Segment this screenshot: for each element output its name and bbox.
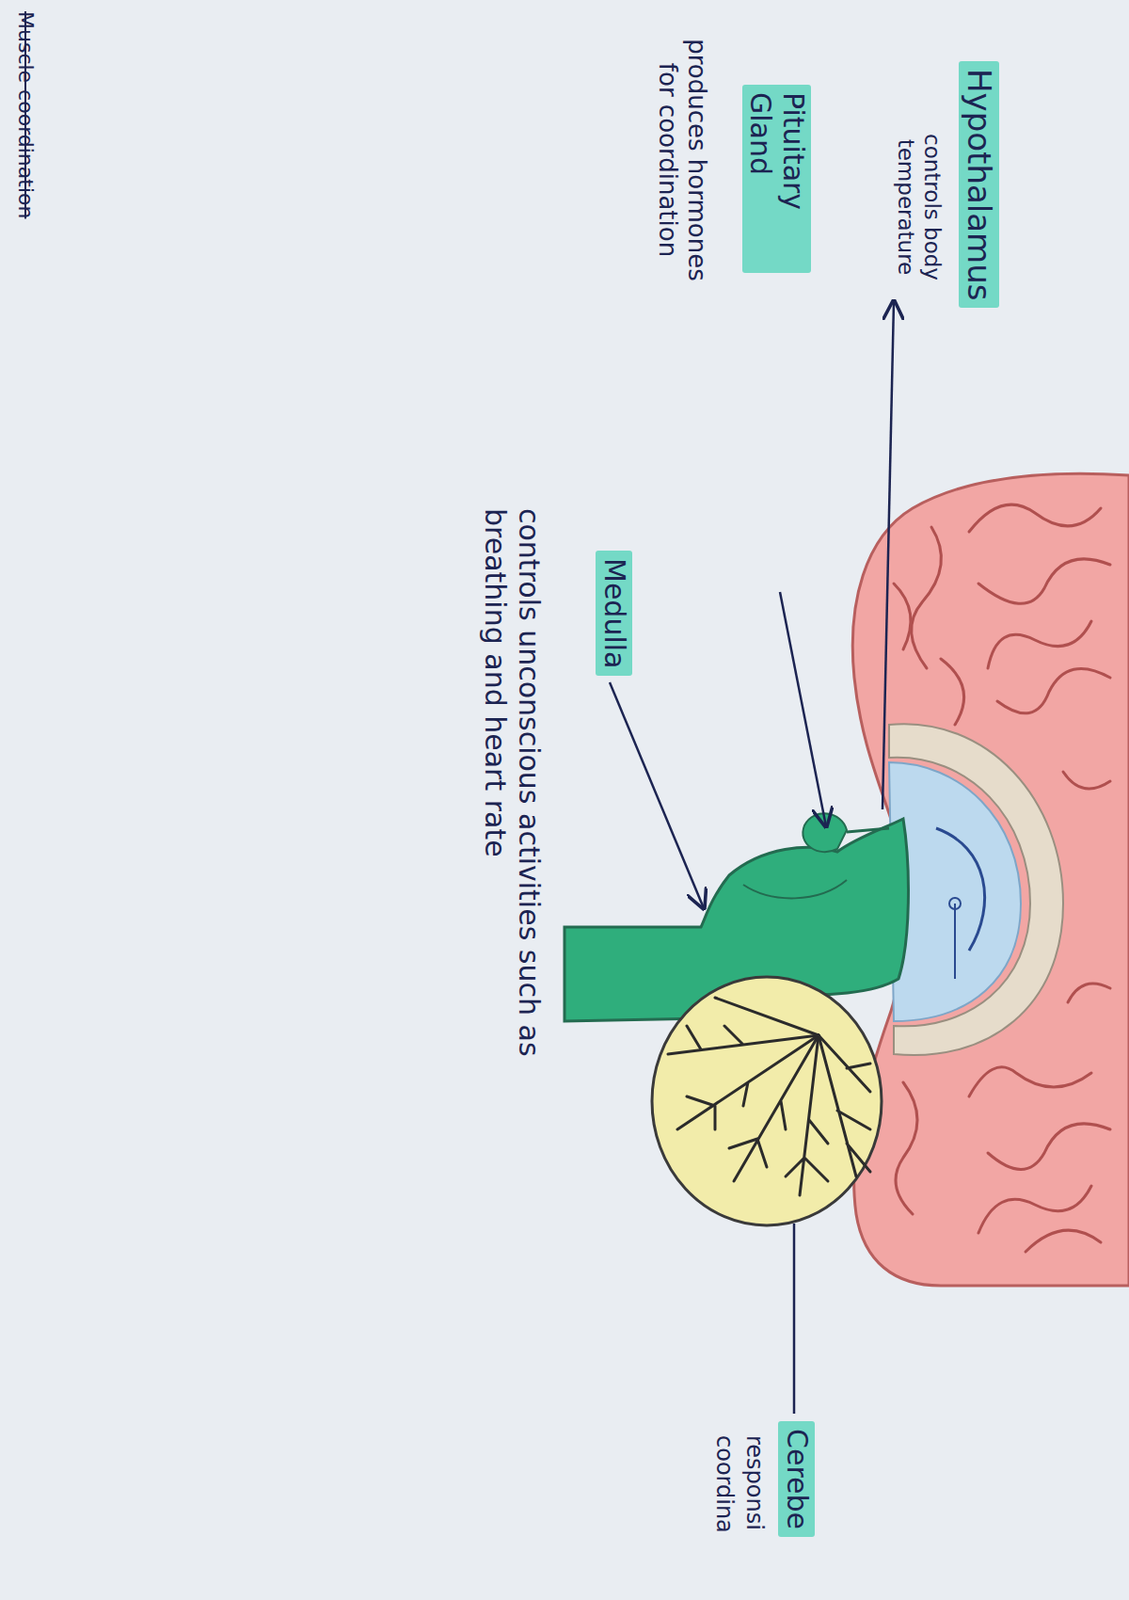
- gyrus: [911, 526, 942, 668]
- heading-text: Medulla: [598, 557, 632, 668]
- gyrus: [1063, 771, 1111, 789]
- note-text: responsi: [740, 1434, 768, 1586]
- branch: [818, 1034, 871, 1177]
- leader-arrow: [609, 682, 704, 908]
- branch: [785, 1034, 828, 1195]
- branch: [667, 1025, 819, 1054]
- corpus-callosum: [889, 723, 1064, 1055]
- branch: [715, 997, 819, 1035]
- highlighted-heading: Hypothalamus: [958, 61, 1000, 308]
- note-text: coordina: [710, 1434, 738, 1586]
- gyrus: [895, 1081, 918, 1214]
- note-text: controls body temperature: [892, 75, 945, 339]
- gyrus: [987, 1123, 1111, 1170]
- gyrus: [987, 620, 1092, 668]
- highlighted-heading: Pituitary Gland: [742, 84, 811, 273]
- ventricle-dot: [949, 897, 961, 909]
- arbor-vitae: [667, 997, 871, 1195]
- heading-text: Cerebe: [780, 1428, 814, 1529]
- gyrus: [969, 504, 1101, 532]
- gyrus: [969, 1066, 1092, 1097]
- leader-arrow: [882, 301, 894, 810]
- gyrus: [978, 558, 1111, 604]
- gyrus: [940, 658, 965, 725]
- heading-text: Hypothalamus: [960, 68, 998, 301]
- pons-line: [743, 879, 847, 898]
- note-text: Muscle coordination: [13, 11, 38, 350]
- gyrus: [978, 1185, 1092, 1233]
- note-text: controls unconscious activities such as …: [477, 508, 546, 1111]
- gyrus: [1025, 1229, 1101, 1252]
- fornix: [936, 827, 986, 951]
- heading-text: Pituitary Gland: [744, 92, 810, 266]
- branch: [729, 1034, 819, 1181]
- pituitary-stalk: [846, 827, 890, 832]
- highlighted-heading: Medulla: [596, 550, 634, 676]
- ventricle-line: [954, 903, 956, 979]
- gyrus: [893, 583, 911, 650]
- gyrus: [1067, 983, 1111, 1002]
- note-text: produces hormones for coordination: [652, 37, 712, 283]
- gyrus: [997, 667, 1111, 713]
- branch: [818, 1034, 871, 1092]
- cerebellum: [651, 976, 882, 1225]
- leader-arrow: [779, 591, 827, 827]
- highlighted-heading: Cerebe: [779, 1420, 816, 1537]
- leader-line: [793, 1223, 796, 1414]
